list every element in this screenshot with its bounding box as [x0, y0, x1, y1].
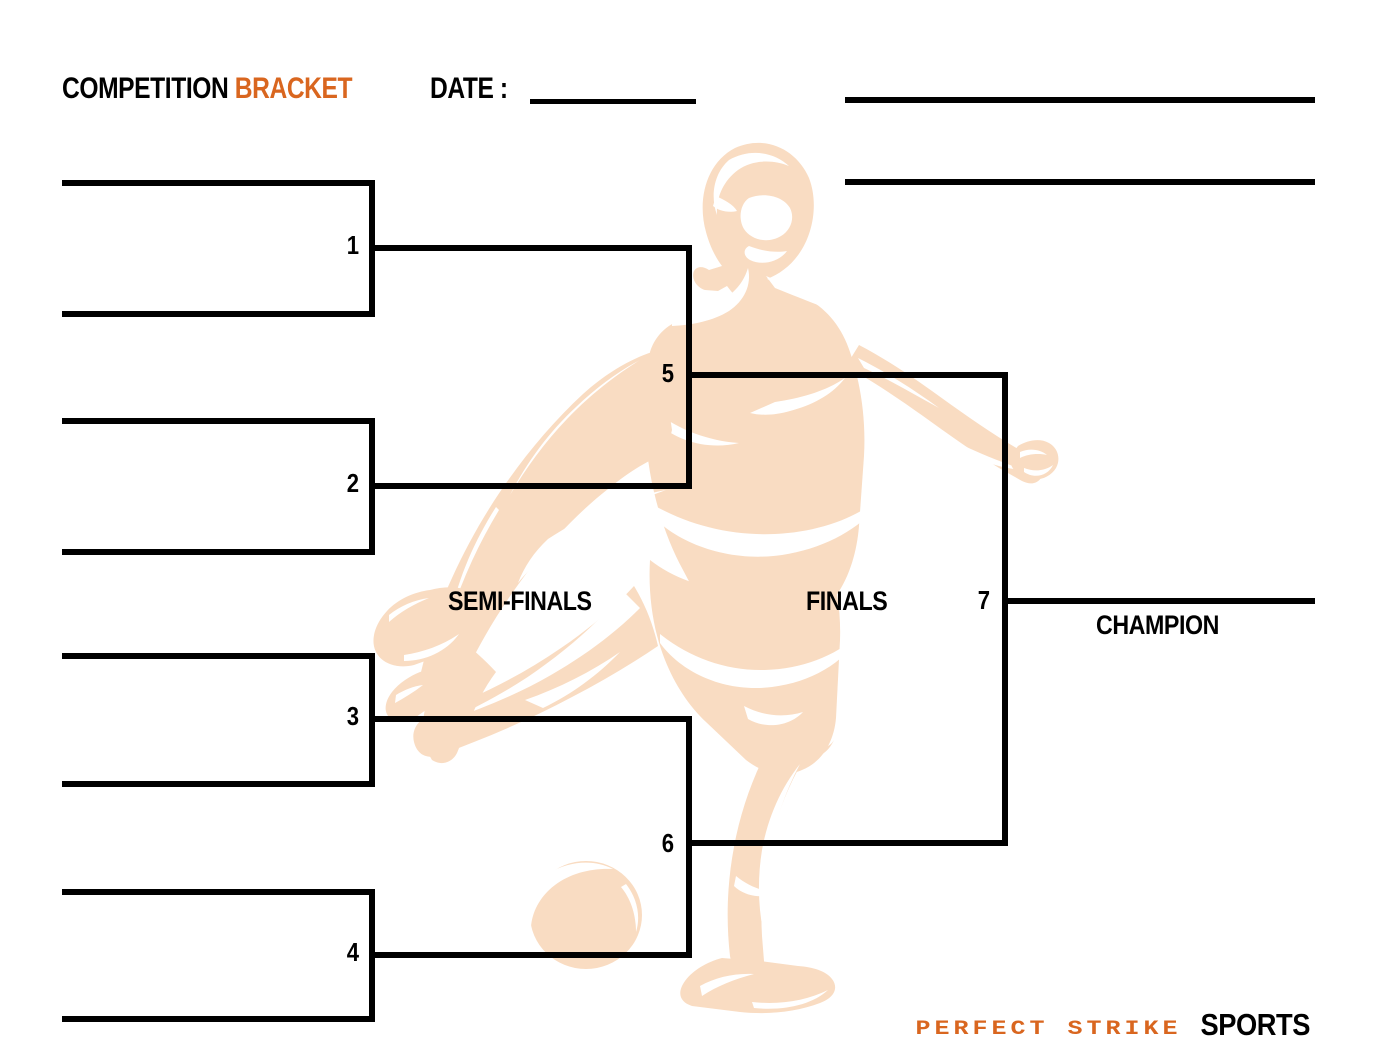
- match-connector-3: [369, 653, 375, 787]
- date-underline[interactable]: [530, 99, 696, 104]
- slot-line-2b[interactable]: [62, 549, 375, 555]
- brand-logo-word: SPORTS: [1199, 1007, 1310, 1042]
- slot-line-1a[interactable]: [62, 180, 375, 186]
- match-number-5: 5: [661, 358, 674, 388]
- match-number-1: 1: [346, 230, 359, 260]
- match-number-7: 7: [977, 585, 990, 615]
- round-label-finals: FINALS: [806, 586, 888, 616]
- round-label-champion: CHAMPION: [1096, 610, 1219, 640]
- match-connector-4: [369, 889, 375, 1022]
- slot-line-4a[interactable]: [62, 889, 375, 895]
- match-number-4: 4: [346, 937, 359, 967]
- page-title: COMPETITION BRACKET: [62, 72, 353, 105]
- match-feed-6: [692, 840, 1008, 846]
- slot-line-3b[interactable]: [62, 781, 375, 787]
- slot-line-1b[interactable]: [62, 311, 375, 317]
- match-number-6: 6: [661, 828, 674, 858]
- match-connector-1: [369, 180, 375, 317]
- round-label-semifinals: SEMI-FINALS: [448, 586, 592, 616]
- match-feed-1: [375, 245, 692, 251]
- match-number-3: 3: [346, 701, 359, 731]
- page-title-accent: BRACKET: [234, 72, 353, 105]
- brand-logo: PERFECT STRIKE SPORTS: [915, 1009, 1317, 1041]
- slot-line-4b[interactable]: [62, 1016, 375, 1022]
- header-blank-line-1[interactable]: [845, 97, 1315, 103]
- match-connector-2: [369, 418, 375, 555]
- slot-line-2a[interactable]: [62, 418, 375, 424]
- brand-logo-mark: PERFECT STRIKE: [915, 1016, 1182, 1041]
- date-label: DATE :: [430, 72, 508, 105]
- match-connector-7: [1002, 372, 1008, 846]
- match-number-2: 2: [346, 468, 359, 498]
- champion-line[interactable]: [1008, 598, 1315, 604]
- match-connector-6: [686, 716, 692, 958]
- slot-line-3a[interactable]: [62, 653, 375, 659]
- page-title-main: COMPETITION: [62, 72, 229, 105]
- header-blank-line-2[interactable]: [845, 179, 1315, 185]
